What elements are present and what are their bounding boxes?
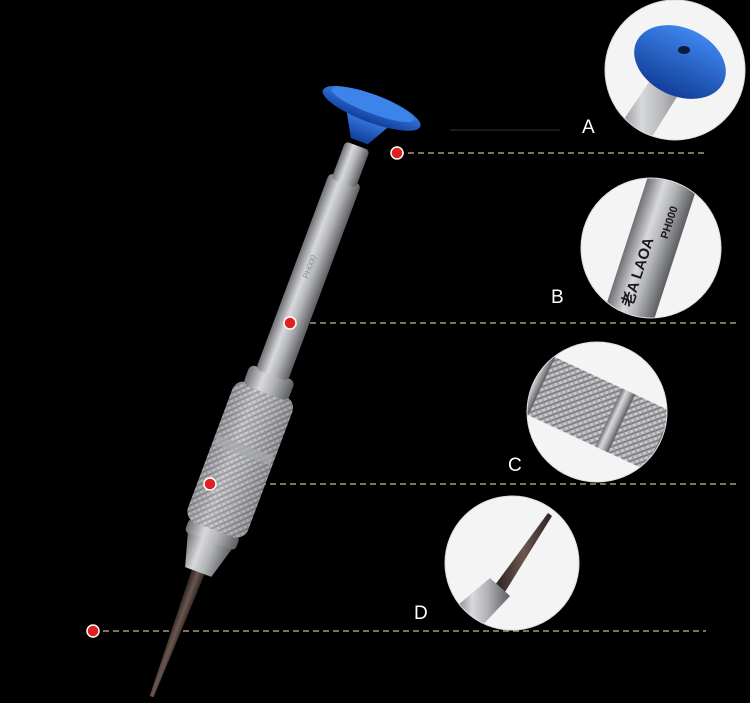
inset-a xyxy=(604,0,746,141)
marker-b xyxy=(283,316,297,330)
inset-d xyxy=(444,495,580,631)
label-b: B xyxy=(551,287,564,308)
marker-c xyxy=(203,477,217,491)
marker-a xyxy=(390,146,404,160)
label-c: C xyxy=(508,455,522,476)
label-a: A xyxy=(582,117,595,138)
inset-b: 老A LAOA PH000 xyxy=(580,177,722,319)
label-d: D xyxy=(414,603,428,624)
screwdriver: PH000 xyxy=(149,85,421,698)
inset-c xyxy=(526,341,668,483)
marker-d xyxy=(86,624,100,638)
